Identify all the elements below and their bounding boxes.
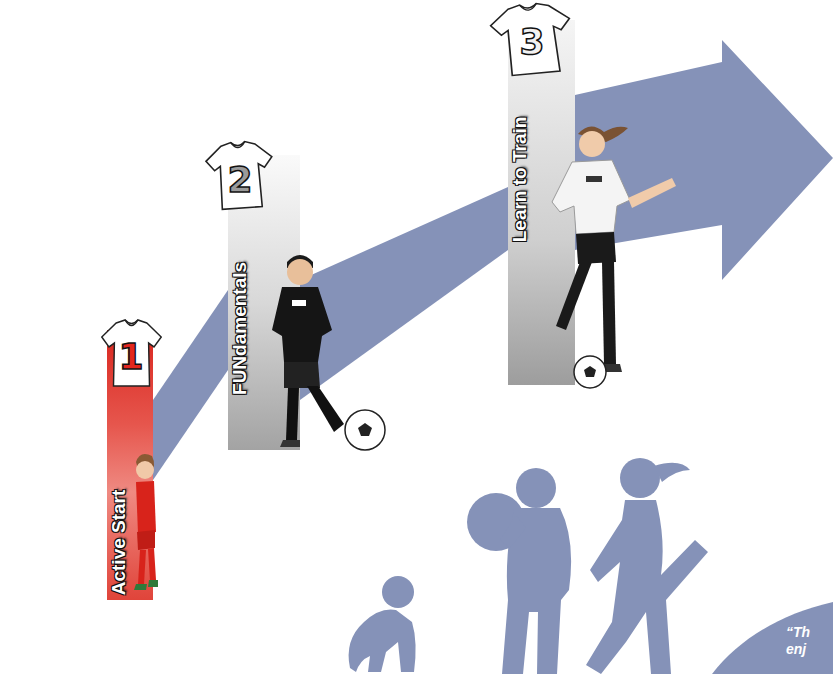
jersey-number: 3 xyxy=(519,24,544,60)
stage-connector xyxy=(300,187,508,400)
ball-patch xyxy=(358,423,372,436)
player-sock xyxy=(556,262,592,330)
player-logo xyxy=(586,176,602,182)
player-sock xyxy=(307,386,344,432)
soccer-ball xyxy=(345,410,385,450)
player-sock xyxy=(138,550,146,584)
player-arm xyxy=(628,178,676,208)
player-sock xyxy=(286,388,299,440)
stage-name: Learn to Train xyxy=(511,116,532,242)
player-shorts xyxy=(284,362,320,388)
jersey-body xyxy=(102,320,161,386)
player-red xyxy=(134,454,158,590)
player-shoe xyxy=(280,440,300,447)
stage-name: FUNdamentals xyxy=(231,262,252,395)
player-head xyxy=(287,259,313,285)
girl-ponytail xyxy=(654,463,690,482)
jersey-body xyxy=(488,1,575,77)
player-shoe xyxy=(148,580,158,587)
player-sock xyxy=(602,262,616,364)
jersey-outline xyxy=(102,320,161,386)
quote-panel xyxy=(712,602,833,674)
child-arm xyxy=(500,515,526,548)
jersey-body xyxy=(205,140,275,210)
jersey-number: 1 xyxy=(118,339,143,375)
baby-silhouette xyxy=(349,576,416,672)
girl-head xyxy=(620,458,660,498)
girl-silhouette xyxy=(586,458,708,674)
player-shoe xyxy=(134,584,147,590)
player-head xyxy=(136,461,154,479)
connector-band xyxy=(153,290,228,480)
player-shirt xyxy=(272,287,332,362)
player-head xyxy=(579,131,605,157)
player-white xyxy=(552,126,676,388)
jersey-collar xyxy=(520,4,537,11)
big-arrow xyxy=(575,40,833,280)
girl-body xyxy=(586,500,708,674)
child-head xyxy=(516,468,556,508)
jersey-outline xyxy=(205,140,275,210)
baby-head xyxy=(382,576,414,608)
jersey-collar xyxy=(231,142,245,148)
player-shirt xyxy=(136,481,156,534)
stage-name: Active Start xyxy=(110,489,131,595)
player-shirt xyxy=(552,160,630,234)
child-silhouette xyxy=(467,468,571,674)
baby-body xyxy=(349,610,416,673)
player-shorts xyxy=(576,232,616,264)
jersey-number: 2 xyxy=(227,162,252,198)
stage-connector xyxy=(153,290,228,480)
connector-band xyxy=(300,187,508,400)
player-logo xyxy=(292,300,306,306)
jersey-collar xyxy=(125,320,138,326)
soccer-ball xyxy=(574,356,606,388)
jersey-outline xyxy=(488,1,575,77)
player-black xyxy=(272,255,385,450)
ball-patch xyxy=(584,366,596,377)
player-shorts xyxy=(137,530,155,550)
player-sock xyxy=(148,548,156,581)
quote-text: “Th enj xyxy=(786,624,822,658)
